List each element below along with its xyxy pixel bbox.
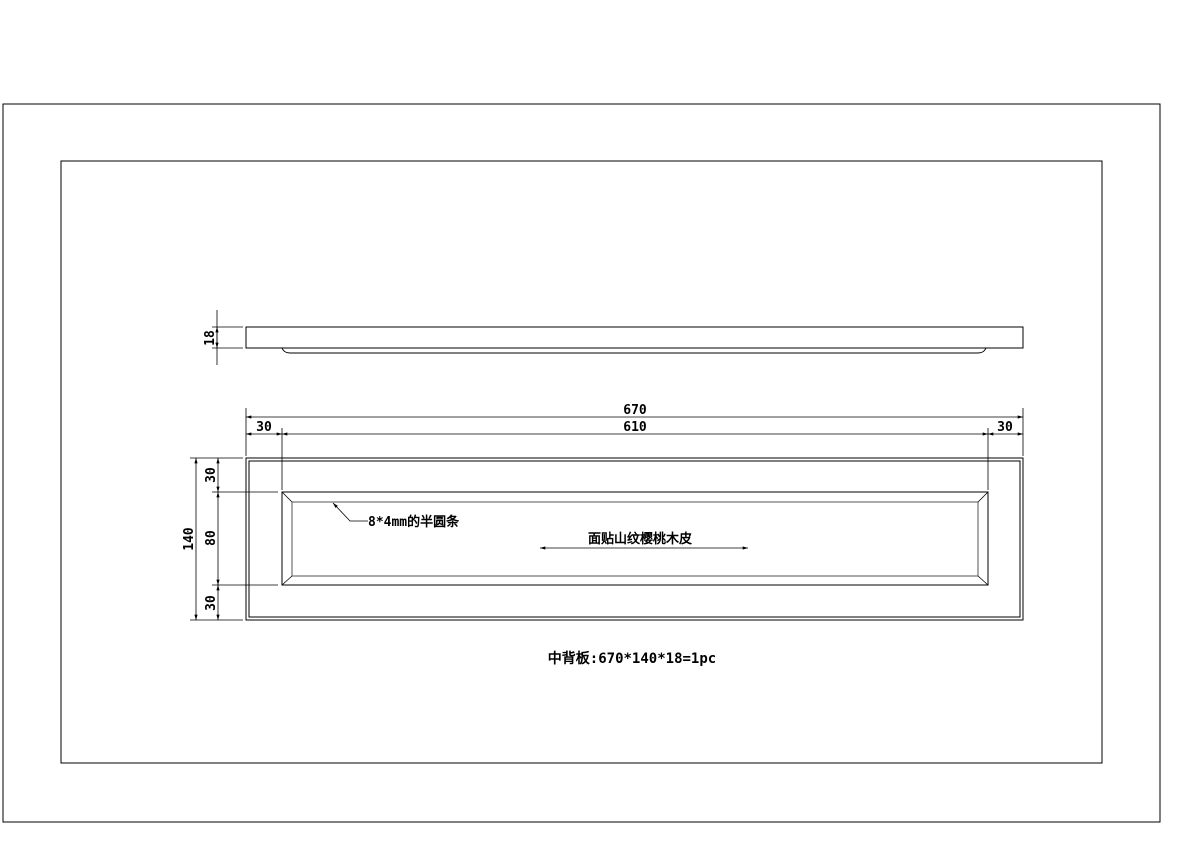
side-view: 18 [203, 310, 1024, 365]
front-view [245, 457, 1024, 621]
panel-height-label: 80 [204, 530, 219, 546]
top-margin-label: 30 [204, 467, 219, 483]
vertical-dimensions: 140 30 80 30 [182, 457, 278, 621]
veneer-note: 面贴山纹樱桃木皮 [588, 531, 692, 547]
horizontal-dimensions: 670 610 30 30 [245, 403, 1024, 490]
sheet-border [2, 103, 1161, 823]
drawing-frame [60, 160, 1103, 764]
thickness-label: 18 [203, 330, 218, 346]
overall-height-label: 140 [182, 527, 197, 551]
veneer-annotation: 面贴山纹樱桃木皮 [540, 531, 748, 550]
bottom-margin-label: 30 [204, 595, 219, 611]
molding-note: 8*4mm的半圆条 [368, 514, 460, 530]
inner-width-label: 610 [623, 420, 647, 435]
molding-leader: 8*4mm的半圆条 [332, 502, 460, 530]
left-margin-label: 30 [256, 420, 272, 435]
right-margin-label: 30 [997, 420, 1013, 435]
overall-width-label: 670 [623, 403, 647, 418]
part-caption: 中背板:670*140*18=1pc [548, 650, 716, 667]
